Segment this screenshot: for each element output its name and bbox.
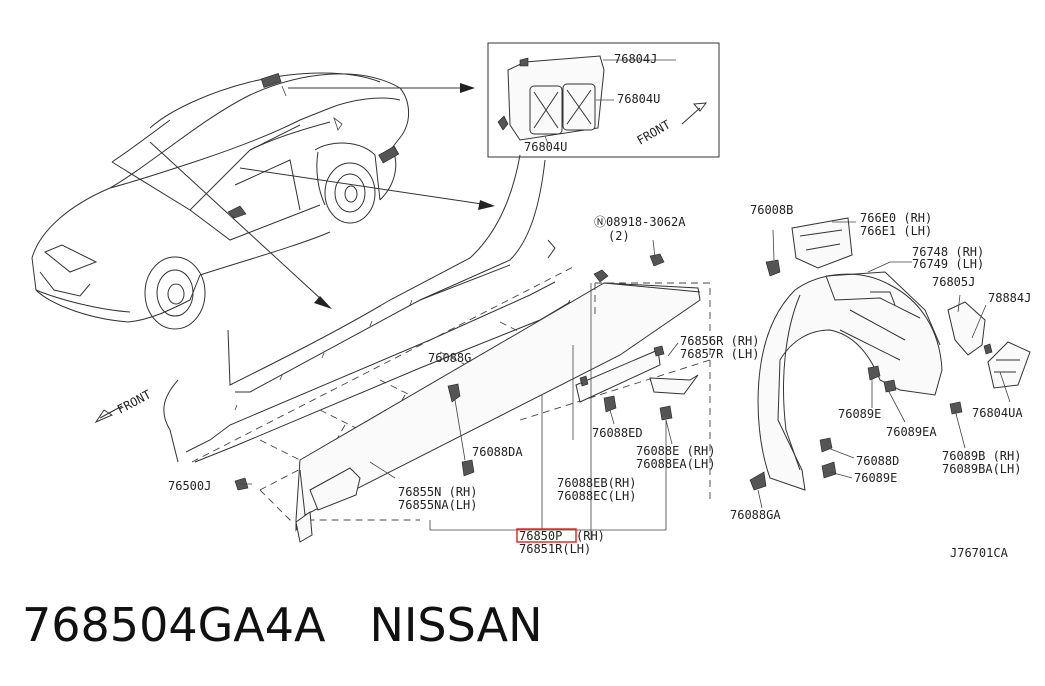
car-illustration xyxy=(31,72,409,330)
label-76088da: 76088DA xyxy=(472,445,523,459)
label-76089ea: 76089EA xyxy=(886,425,937,439)
label-76855na: 76855NA(LH) xyxy=(398,498,477,512)
sill-molding xyxy=(295,282,711,543)
label-76855n: 76855N (RH) xyxy=(398,485,477,499)
label-76850p[interactable]: 76850P xyxy=(519,529,562,543)
label-76804u-b: 76804U xyxy=(524,140,567,154)
label-76804u-a: 76804U xyxy=(617,92,660,106)
label-front-main: FRONT xyxy=(115,387,153,416)
label-76088ea: 76088EA(LH) xyxy=(636,457,715,471)
label-766e1: 766E1 (LH) xyxy=(860,224,932,238)
brand-name: NISSAN xyxy=(369,598,543,652)
label-76008b: 76008B xyxy=(750,203,793,217)
highlight-box-76850p xyxy=(516,528,577,543)
label-76088eb: 76088EB(RH) xyxy=(557,476,636,490)
label-08918: Ⓝ08918-3062A xyxy=(594,215,686,229)
label-76749: 76749 (LH) xyxy=(912,257,984,271)
label-76088ga: 76088GA xyxy=(730,508,781,522)
label-76804ua: 76804UA xyxy=(972,406,1023,420)
label-76851r: 76851R(LH) xyxy=(519,542,591,556)
label-diagram-code: J76701CA xyxy=(950,546,1009,560)
pointer-arrows xyxy=(149,83,495,309)
label-76089e-b: 76089E xyxy=(854,471,897,485)
footer: 768504GA4A NISSAN xyxy=(22,598,543,652)
label-76088ec: 76088EC(LH) xyxy=(557,489,636,503)
label-76748: 76748 (RH) xyxy=(912,245,984,259)
label-76089ba: 76089BA(LH) xyxy=(942,462,1021,476)
part-number: 768504GA4A xyxy=(22,598,326,652)
label-76500j: 76500J xyxy=(168,479,211,493)
fasteners xyxy=(234,253,993,491)
label-08918-qty: (2) xyxy=(608,229,630,243)
label-78884j: 78884J xyxy=(988,291,1031,305)
wheelhouse-liner xyxy=(757,217,1031,491)
label-76857r: 76857R (LH) xyxy=(680,347,759,361)
label-76850p-side: (RH) xyxy=(576,529,605,543)
label-76089b: 76089B (RH) xyxy=(942,449,1021,463)
label-766e0: 766E0 (RH) xyxy=(860,211,932,225)
label-front-inset: FRONT xyxy=(635,117,673,147)
leader-lines xyxy=(240,221,1011,540)
label-76856r: 76856R (RH) xyxy=(680,334,759,348)
label-76088ed: 76088ED xyxy=(592,426,643,440)
label-76804j: 76804J xyxy=(614,52,657,66)
detail-inset xyxy=(487,42,720,158)
label-76088d: 76088D xyxy=(856,454,899,468)
label-76088e: 76088E (RH) xyxy=(636,444,715,458)
label-76089e-a: 76089E xyxy=(838,407,881,421)
label-76088g: 76088G xyxy=(428,351,471,365)
front-arrow xyxy=(94,405,123,424)
label-76805j: 76805J xyxy=(932,275,975,289)
